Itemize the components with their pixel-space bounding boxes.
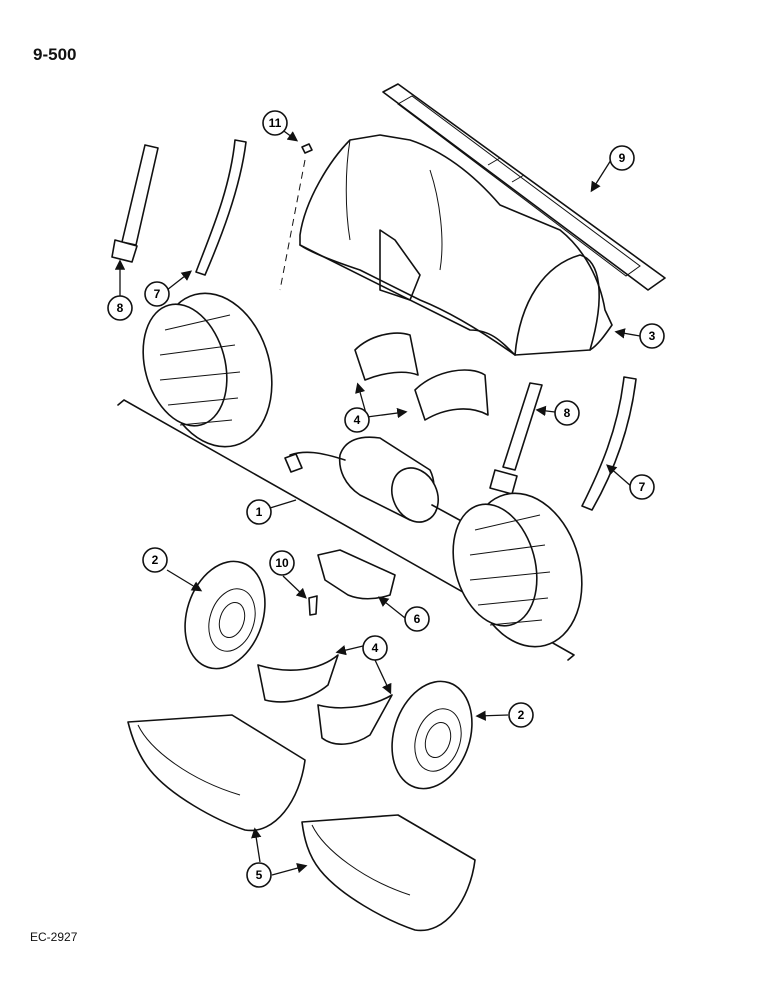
- svg-text:2: 2: [518, 708, 525, 722]
- callout-11: 11: [262, 110, 288, 136]
- callout-1: 1: [246, 499, 272, 525]
- hose-part-top-left: [195, 139, 247, 276]
- callout-leaders: [114, 125, 641, 876]
- svg-text:8: 8: [564, 406, 571, 420]
- callout-8-right: 8: [554, 400, 580, 426]
- svg-text:1: 1: [256, 505, 263, 519]
- inlet-ring-left: [184, 560, 266, 670]
- page-number: 9-500: [33, 45, 77, 64]
- strap-part-top-left: [111, 144, 159, 263]
- svg-text:4: 4: [372, 641, 379, 655]
- svg-text:11: 11: [269, 116, 282, 130]
- small-screw-part: [279, 143, 313, 291]
- motor-clamp-top-a: [354, 332, 419, 381]
- motor-clamp-lower-b: [317, 694, 393, 745]
- callout-2-right: 2: [508, 702, 534, 728]
- callout-4-top: 4: [344, 407, 370, 433]
- svg-text:7: 7: [639, 480, 646, 494]
- mounting-bracket-part: [317, 549, 396, 600]
- blower-wheel-right: [452, 492, 583, 648]
- callout-5: 5: [246, 862, 272, 888]
- hose-part-right: [581, 376, 637, 511]
- svg-text:4: 4: [354, 413, 361, 427]
- strap-part-right: [489, 382, 543, 495]
- figure-code: EC-2927: [30, 930, 78, 944]
- callout-6: 6: [404, 606, 430, 632]
- callout-10: 10: [269, 550, 295, 576]
- callout-7-right: 7: [629, 474, 655, 500]
- motor-clamp-top-b: [414, 369, 489, 421]
- gasket-frame-part: [382, 83, 666, 291]
- blower-wheel-left: [142, 292, 273, 448]
- svg-text:10: 10: [275, 556, 289, 570]
- callout-9: 9: [609, 145, 635, 171]
- callout-3: 3: [639, 323, 665, 349]
- upper-housing-part: [299, 134, 613, 356]
- svg-text:7: 7: [154, 287, 161, 301]
- lower-housing-left: [127, 714, 306, 832]
- callout-8-top: 8: [107, 295, 133, 321]
- svg-text:8: 8: [117, 301, 124, 315]
- callout-2-left: 2: [142, 547, 168, 573]
- svg-text:2: 2: [152, 553, 159, 567]
- motor-clamp-lower-a: [257, 654, 339, 703]
- svg-text:5: 5: [256, 868, 263, 882]
- inlet-ring-right: [391, 680, 473, 790]
- callout-7-top: 7: [144, 281, 170, 307]
- screw-part: [308, 595, 318, 616]
- svg-text:9: 9: [619, 151, 626, 165]
- svg-text:3: 3: [649, 329, 656, 343]
- callout-4-lower: 4: [362, 635, 388, 661]
- svg-text:6: 6: [414, 612, 421, 626]
- blower-motor-part: [284, 436, 466, 524]
- lower-housing-right: [301, 814, 476, 932]
- assembly-bracket-line: [117, 399, 575, 661]
